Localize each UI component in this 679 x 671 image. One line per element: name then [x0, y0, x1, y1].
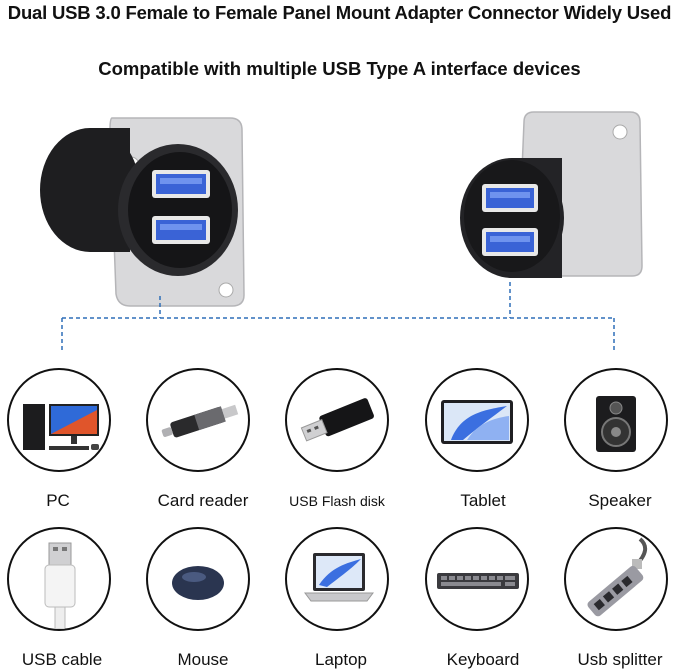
- usb-port-top: [152, 170, 210, 198]
- card-reader-icon: [161, 404, 239, 438]
- usb-flash-disk-icon: [300, 398, 374, 442]
- device-label-usb-splitter: Usb splitter: [577, 650, 663, 669]
- device-circle-tablet: [425, 368, 529, 472]
- device-circle-usb-cable: [7, 527, 111, 631]
- device-label-usb-cable: USB cable: [21, 650, 103, 669]
- pc-icon: [23, 404, 99, 450]
- tablet-icon: [441, 400, 513, 444]
- device-label-keyboard: Keyboard: [446, 650, 520, 669]
- dashed-connector-lines: [61, 282, 615, 352]
- left-connector-image: [40, 117, 245, 307]
- device-label-tablet: Tablet: [460, 491, 506, 510]
- speaker-icon: [596, 396, 636, 452]
- device-circle-speaker: [564, 368, 668, 472]
- page-title: Dual USB 3.0 Female to Female Panel Moun…: [7, 2, 672, 23]
- device-circle-laptop: [285, 527, 389, 631]
- device-label-speaker: Speaker: [588, 491, 652, 510]
- device-label-pc: PC: [46, 491, 70, 510]
- laptop-icon: [304, 553, 374, 602]
- device-circle-keyboard: [425, 527, 529, 631]
- right-connector-image: [460, 111, 643, 278]
- device-circle-pc: [7, 368, 111, 472]
- device-label-card-reader: Card reader: [157, 491, 249, 510]
- usb-port-bottom: [152, 216, 210, 244]
- device-label-mouse: Mouse: [177, 650, 229, 669]
- device-circle-usb-splitter: [564, 527, 668, 631]
- usb-splitter-icon: [587, 537, 648, 617]
- device-label-laptop: Laptop: [315, 650, 367, 669]
- device-circle-mouse: [146, 527, 250, 631]
- device-circle-card-reader: [146, 368, 250, 472]
- usb-cable-icon: [44, 542, 76, 629]
- device-label-usb-flash-disk: USB Flash disk: [289, 493, 385, 509]
- keyboard-icon: [437, 573, 519, 589]
- page-subtitle: Compatible with multiple USB Type A inte…: [98, 58, 581, 79]
- device-circle-usb-flash-disk: [285, 368, 389, 472]
- mouse-icon: [172, 566, 224, 600]
